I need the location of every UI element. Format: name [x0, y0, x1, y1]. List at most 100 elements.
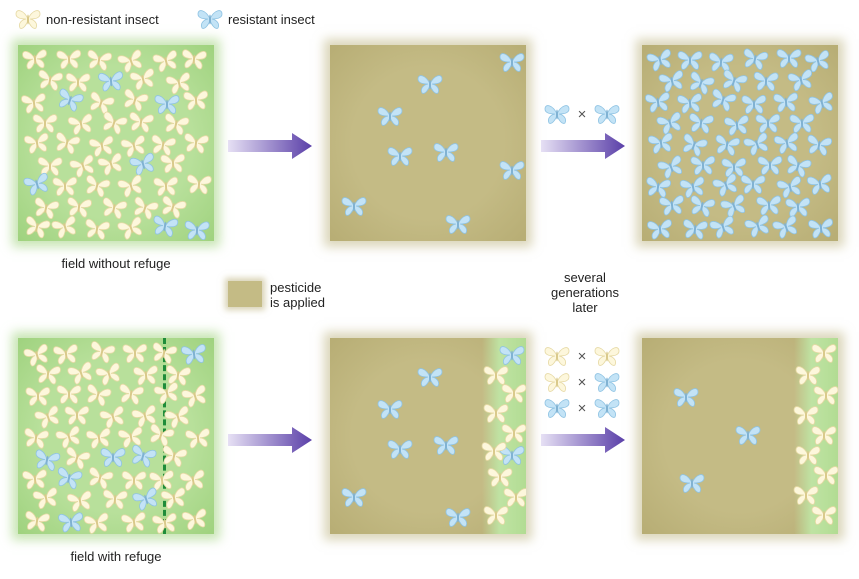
resistant-butterfly-icon: [645, 217, 675, 241]
non-resistant-butterfly-icon: [54, 47, 83, 70]
resistant-butterfly-icon: [126, 442, 159, 471]
non-resistant-butterfly-icon: [543, 371, 571, 393]
field-without-refuge-before: [18, 45, 214, 241]
caption-pesticide: pesticide is applied: [270, 280, 325, 310]
resistant-butterfly-icon: [804, 132, 835, 158]
field-with-refuge-later: [642, 338, 838, 534]
resistant-butterfly-icon: [686, 193, 718, 220]
non-resistant-butterfly-icon: [482, 402, 510, 424]
caption-pesticide-line1: pesticide: [270, 280, 322, 295]
cross-symbol: ×: [577, 347, 587, 365]
non-resistant-butterfly-icon: [480, 440, 508, 462]
resistant-butterfly-icon: [432, 141, 460, 163]
resistant-butterfly-icon: [56, 510, 86, 534]
legend-non-resistant-label: non-resistant insect: [46, 11, 159, 27]
resistant-butterfly-icon: [734, 424, 762, 446]
resistant-butterfly-icon: [752, 69, 781, 92]
resistant-butterfly-icon: [646, 129, 677, 155]
non-resistant-butterfly-icon: [100, 487, 129, 511]
resistant-butterfly-icon: [543, 397, 571, 419]
resistant-butterfly-icon: [593, 103, 621, 125]
non-resistant-butterfly-icon: [119, 510, 150, 534]
resistant-butterfly-icon: [498, 51, 526, 73]
arrow-right-icon: [228, 427, 312, 453]
arrow-right-icon: [541, 427, 625, 453]
legend-resistant-label: resistant insect: [228, 11, 315, 27]
resistant-butterfly-icon: [416, 366, 444, 388]
resistant-butterfly-icon: [416, 73, 444, 95]
caption-generations-line2: generations: [551, 285, 619, 300]
caption-pesticide-line2: is applied: [270, 295, 325, 310]
non-resistant-butterfly-icon: [120, 342, 149, 365]
non-resistant-butterfly-icon: [21, 130, 52, 156]
non-resistant-butterfly-icon: [794, 364, 822, 386]
resistant-butterfly-icon: [740, 46, 772, 73]
non-resistant-butterfly-icon: [82, 510, 113, 534]
mating-nonresistant-x-nonresistant: ×: [543, 345, 621, 367]
pesticide-swatch: [228, 281, 262, 307]
non-resistant-butterfly-icon: [21, 508, 52, 534]
non-resistant-butterfly-icon: [810, 342, 838, 364]
arrow-right-icon: [541, 133, 625, 159]
resistant-butterfly-icon: [678, 472, 706, 494]
resistant-butterfly-icon: [386, 145, 414, 167]
legend-non-resistant: non-resistant insect: [14, 8, 159, 30]
non-resistant-butterfly-icon: [812, 384, 838, 406]
resistant-butterfly-icon: [99, 446, 127, 468]
resistant-butterfly-icon: [593, 371, 621, 393]
resistant-butterfly-icon: [672, 386, 700, 408]
resistant-butterfly-icon: [806, 216, 836, 240]
resistant-butterfly-icon: [182, 218, 211, 241]
field-with-refuge-after-pesticide: [330, 338, 526, 534]
non-resistant-butterfly-icon: [14, 8, 42, 30]
non-resistant-butterfly-icon: [593, 345, 621, 367]
field-without-refuge-later: [642, 45, 838, 241]
resistant-butterfly-icon: [444, 506, 472, 528]
caption-generations-line3: later: [572, 300, 598, 315]
non-resistant-butterfly-icon: [543, 345, 571, 367]
resistant-butterfly-icon: [149, 213, 180, 240]
non-resistant-butterfly-icon: [30, 485, 62, 512]
resistant-butterfly-icon: [742, 212, 775, 241]
caption-field-without-refuge: field without refuge: [61, 256, 171, 271]
mating-nonresistant-x-resistant: ×: [543, 371, 621, 393]
resistant-butterfly-icon: [657, 193, 687, 218]
caption-generations-line1: several: [564, 270, 606, 285]
resistant-butterfly-icon: [340, 195, 368, 217]
resistant-butterfly-icon: [340, 486, 368, 508]
non-resistant-butterfly-icon: [810, 424, 838, 446]
non-resistant-butterfly-icon: [792, 404, 820, 426]
resistant-butterfly-icon: [386, 438, 414, 460]
non-resistant-butterfly-icon: [55, 383, 83, 405]
non-resistant-butterfly-icon: [794, 444, 822, 466]
resistant-butterfly-icon: [444, 213, 472, 235]
non-resistant-butterfly-icon: [486, 466, 514, 488]
resistant-butterfly-icon: [680, 216, 710, 241]
field-with-refuge-before: [18, 338, 214, 534]
legend-resistant: resistant insect: [196, 8, 315, 30]
resistant-butterfly-icon: [432, 434, 460, 456]
resistant-butterfly-icon: [543, 103, 571, 125]
non-resistant-butterfly-icon: [184, 172, 213, 196]
non-resistant-butterfly-icon: [23, 385, 51, 407]
non-resistant-butterfly-icon: [810, 504, 838, 526]
non-resistant-butterfly-icon: [179, 506, 211, 533]
resistant-butterfly-icon: [96, 69, 126, 93]
non-resistant-butterfly-icon: [500, 382, 526, 404]
resistant-butterfly-icon: [593, 397, 621, 419]
non-resistant-butterfly-icon: [792, 484, 820, 506]
mating-resistant-x-resistant: ×: [543, 397, 621, 419]
non-resistant-butterfly-icon: [182, 88, 211, 112]
caption-several-generations: several generations later: [540, 270, 630, 315]
resistant-butterfly-icon: [376, 398, 404, 420]
mating-resistant-x-resistant: ×: [543, 103, 621, 125]
non-resistant-butterfly-icon: [180, 47, 210, 71]
resistant-butterfly-icon: [178, 341, 208, 366]
resistant-butterfly-icon: [775, 47, 803, 69]
resistant-butterfly-icon: [196, 8, 224, 30]
arrow-right-icon: [228, 133, 312, 159]
cross-symbol: ×: [577, 373, 587, 391]
non-resistant-butterfly-icon: [812, 464, 838, 486]
cross-symbol: ×: [577, 399, 587, 417]
field-without-refuge-after-pesticide: [330, 45, 526, 241]
